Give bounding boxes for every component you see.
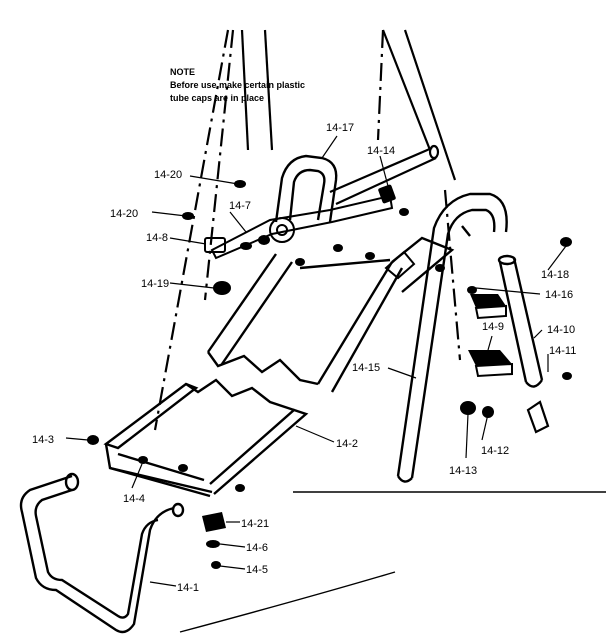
label-14-4: 14-4 (123, 493, 145, 505)
seat-back-frame (274, 154, 338, 223)
label-14-19: 14-19 (141, 278, 169, 290)
ladder-steps-14-9 (468, 294, 513, 378)
label-14-13: 14-13 (449, 465, 477, 477)
bracket-14-8 (204, 237, 226, 253)
note-line-1: Before use make certain plastic (170, 80, 306, 90)
label-14-11: 14-11 (549, 345, 576, 357)
label-14-7: 14-7 (229, 200, 251, 212)
seat-bracket (210, 194, 394, 260)
label-14-20-lower: 14-20 (110, 208, 138, 220)
note-heading: NOTE (170, 67, 196, 77)
note-line-2: tube caps are in place (170, 93, 265, 103)
label-14-5: 14-5 (246, 564, 268, 576)
label-14-8: 14-8 (146, 232, 168, 244)
upper-slide (207, 236, 455, 393)
label-14-9: 14-9 (482, 321, 504, 333)
label-14-21: 14-21 (241, 518, 269, 530)
leader-lines (65, 135, 567, 587)
clamp-14-14 (378, 184, 396, 204)
lower-slide-14-2 (103, 378, 309, 498)
label-14-12: 14-12 (481, 445, 509, 457)
label-14-3: 14-3 (32, 434, 54, 446)
clip-14-21 (202, 512, 226, 532)
frame-poles (153, 29, 462, 431)
label-14-17: 14-17 (326, 122, 354, 134)
part-callouts: 14-17 14-14 14-20 14-20 14-7 14-8 14-19 … (32, 122, 576, 594)
label-14-20-upper: 14-20 (154, 169, 182, 181)
cross-bar (329, 144, 440, 205)
label-14-6: 14-6 (246, 542, 268, 554)
label-14-18: 14-18 (541, 269, 569, 281)
bolts (87, 180, 572, 569)
label-14-1: 14-1 (177, 582, 199, 594)
assembly-note: NOTE Before use make certain plastic tub… (170, 66, 305, 105)
ladder-rail-14-10 (497, 254, 544, 388)
cap-14-19 (213, 281, 231, 295)
slide-clamp (384, 250, 416, 280)
base-frame-14-1 (19, 472, 185, 634)
label-14-16: 14-16 (545, 289, 573, 301)
tube-cap (526, 400, 550, 434)
ground-lines (179, 491, 606, 633)
label-14-10: 14-10 (547, 324, 575, 336)
label-14-15: 14-15 (352, 362, 380, 374)
side-leg-14-15 (396, 192, 508, 483)
label-14-2: 14-2 (336, 438, 358, 450)
label-14-14: 14-14 (367, 145, 395, 157)
